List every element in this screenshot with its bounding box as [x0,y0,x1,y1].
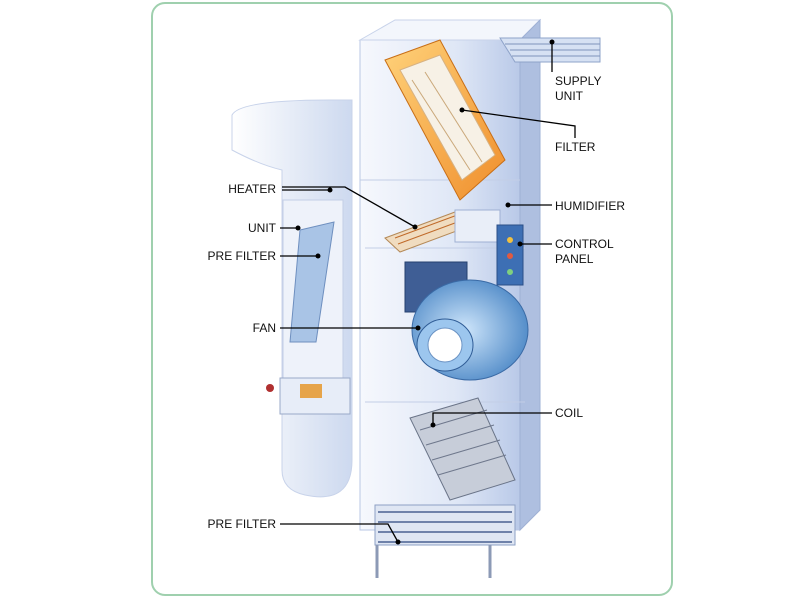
upper-pre-filter-panel [289,221,335,343]
label-coil: COIL [555,406,584,420]
final-filter [384,39,506,201]
leader-heater [282,186,416,228]
leader-lines [280,42,576,543]
label-control-panel-line2: PANEL [555,252,594,266]
label-unit: UNIT [248,221,276,235]
label-humidifier: HUMIDIFIER [555,199,625,213]
leader-filter [461,109,576,138]
fan-unit [404,261,529,381]
return-duct [231,99,353,498]
label-supply-unit-line2: UNIT [555,89,583,103]
coil-unit [409,397,516,501]
label-control-panel-line1: CONTROL [555,237,614,251]
label-fan: FAN [252,321,276,335]
label-supply-unit: SUPPLY UNIT [555,74,601,104]
leader-coil [432,412,552,425]
lower-pre-filter-rollers [374,504,516,546]
humidifier-box [454,209,501,243]
label-pre-filter-lower: PRE FILTER [207,517,276,531]
label-control-panel: CONTROL PANEL [555,237,614,267]
control-panel-box [496,224,524,286]
leader-pre-filter-lower [280,523,399,543]
label-pre-filter-upper: PRE FILTER [207,249,276,263]
label-heater: HEATER [228,182,276,196]
label-supply-unit-line1: SUPPLY [555,74,602,88]
label-filter: FILTER [555,140,596,154]
leader-dots [295,39,555,545]
